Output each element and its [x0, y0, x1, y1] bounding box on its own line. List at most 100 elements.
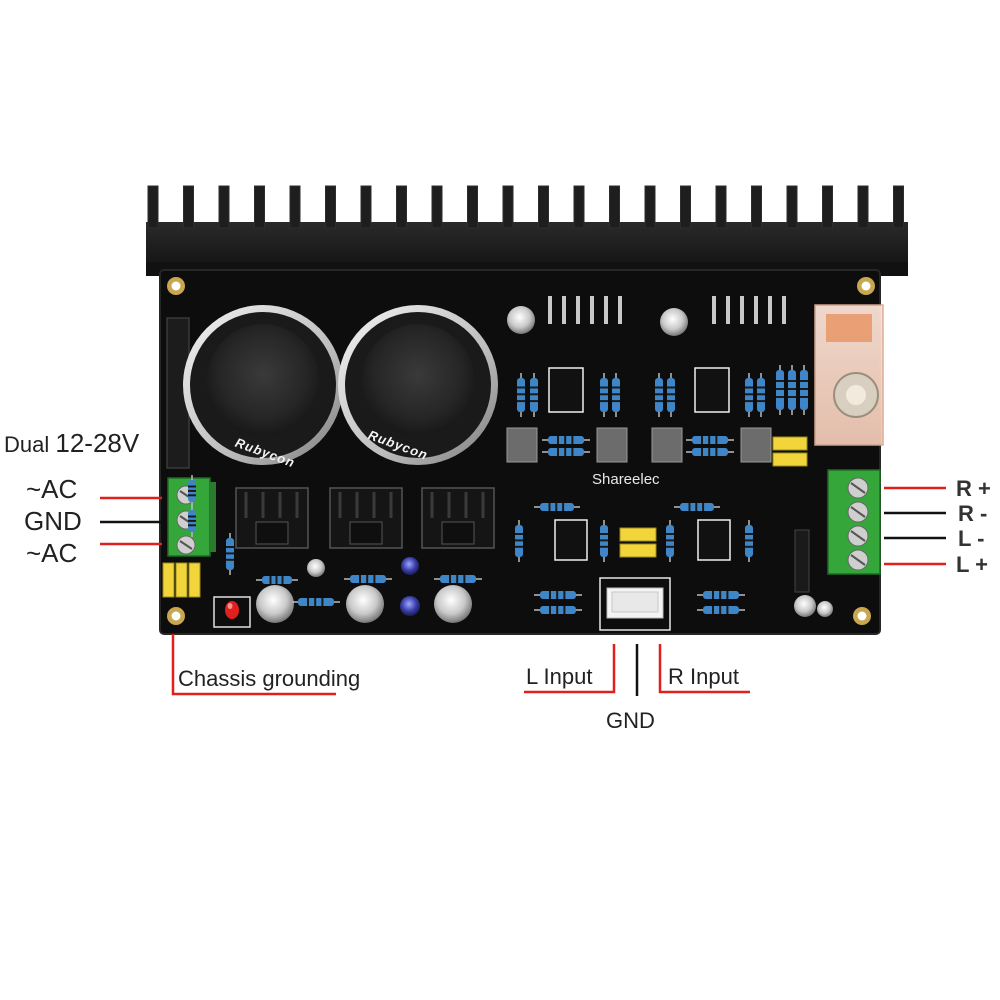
resistor [292, 598, 340, 606]
resistor [517, 373, 525, 417]
resistor [534, 503, 580, 511]
resistor [667, 373, 675, 417]
transistor-pin [754, 296, 758, 324]
resistor [344, 575, 392, 583]
transistor-pin [726, 296, 730, 324]
resistor [612, 373, 620, 417]
resistor [256, 576, 298, 584]
input-connector [599, 577, 671, 631]
heatsink-fin [360, 185, 372, 229]
heatsink-fin [147, 185, 159, 229]
resistor [188, 505, 196, 537]
heatsink-fin [538, 185, 549, 229]
heatsink-fin [502, 185, 514, 229]
heatsink-fin [609, 185, 620, 229]
power-led-icon [213, 596, 251, 628]
label-r-input: R Input [668, 664, 739, 689]
resistor [686, 436, 734, 444]
transistor-pin [768, 296, 772, 324]
heatsink-fin [786, 185, 798, 229]
regulator-bracket [329, 487, 403, 549]
power-input-title: Dual 12-28V [4, 428, 139, 459]
transistor-pin [590, 296, 594, 324]
resistor [745, 520, 753, 562]
label-ac-1: ~AC [26, 474, 78, 504]
speaker-terminal-block [827, 469, 881, 575]
regulator-bracket [421, 487, 495, 549]
resistor [800, 365, 808, 415]
resistor [697, 606, 745, 614]
opamp-chips [548, 367, 731, 561]
resistor [542, 448, 590, 456]
resistors [188, 365, 808, 614]
label-ac-2: ~AC [26, 538, 78, 568]
heatsink-fin [218, 185, 230, 229]
speaker-output-wires [884, 486, 946, 566]
transistor-pin [548, 296, 552, 324]
small-capacitors [256, 306, 833, 623]
heatsink-fin [680, 185, 691, 229]
heatsink-fin [822, 185, 833, 229]
resistor [776, 365, 784, 415]
chassis-ground-wire [171, 634, 336, 696]
resistor [757, 373, 765, 417]
resistor [515, 520, 523, 562]
l-input-wire [524, 644, 616, 694]
heatsink-fin [431, 185, 443, 229]
resistor [666, 520, 674, 562]
power-title-prefix: Dual [4, 432, 50, 457]
resistor [542, 436, 590, 444]
resistor [655, 373, 663, 417]
heatsink-fin [396, 185, 407, 229]
label-l-minus: L - [958, 526, 985, 551]
transistor-pin [740, 296, 744, 324]
film-capacitors-left [162, 562, 201, 598]
heatsink-fin [467, 185, 478, 229]
resistor [534, 591, 582, 599]
heatsink-fin [751, 185, 762, 229]
resistor [686, 448, 734, 456]
power-input-wires [100, 496, 162, 546]
resistor [434, 575, 482, 583]
board-brand: Shareelec [592, 471, 660, 488]
relay [814, 304, 884, 446]
resistor [534, 606, 582, 614]
resistor [600, 520, 608, 562]
heatsink-fin [857, 185, 869, 229]
heatsink-fin [893, 185, 904, 229]
regulator-heatsinks [235, 487, 495, 549]
label-r-minus: R - [958, 501, 988, 526]
transistor-pin [712, 296, 716, 324]
pcb-edge [159, 269, 881, 635]
label-gnd-input: GND [606, 708, 655, 733]
resistor [674, 503, 720, 511]
resistor [788, 365, 796, 415]
label-l-input: L Input [526, 664, 593, 689]
mounting-holes [167, 277, 875, 625]
regulator-bracket [235, 487, 309, 549]
resistor [226, 533, 234, 575]
output-regulator [794, 529, 810, 593]
heatsink-fin [644, 185, 656, 229]
transistor-pin [562, 296, 566, 324]
heatsink-fin [573, 185, 585, 229]
heatsink-fin [289, 185, 301, 229]
heatsink-fin [325, 185, 336, 229]
transistor-pin [576, 296, 580, 324]
grey-inductors [506, 427, 772, 463]
transistor-pin [782, 296, 786, 324]
power-title-value: 12-28V [55, 428, 140, 458]
label-gnd-power: GND [24, 506, 82, 536]
heatsink-fin [183, 185, 194, 229]
transistor-pin [604, 296, 608, 324]
resistor [745, 373, 753, 417]
heatsink-fin [254, 185, 265, 229]
label-r-plus: R + [956, 476, 991, 501]
label-l-plus: L + [956, 552, 989, 577]
main-capacitor-right: Rubycon [338, 305, 498, 465]
resistor [188, 475, 196, 507]
heatsink-fin [715, 185, 727, 229]
label-chassis-grounding: Chassis grounding [178, 666, 361, 691]
resistor [697, 591, 745, 599]
transistor-pin [618, 296, 622, 324]
